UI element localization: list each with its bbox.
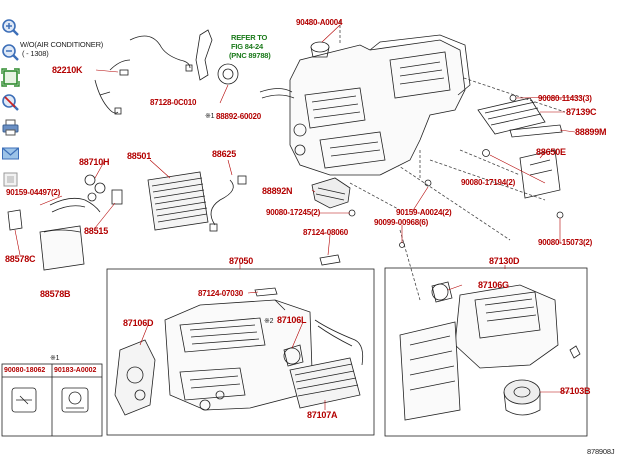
zoom-out-icon[interactable] [1, 43, 20, 62]
group-87050-box [106, 268, 375, 436]
part-label-88892-60020[interactable]: 88892-60020 [216, 112, 261, 121]
viewer-toolbar [0, 0, 22, 200]
note1-marker: ※1 [205, 113, 215, 120]
group-87130d-box [384, 267, 588, 437]
refer-note-line3[interactable]: (PNC 89788) [229, 51, 271, 60]
print-icon[interactable] [1, 118, 20, 137]
part-label-90159-04497[interactable]: 90159-04497(2) [6, 188, 61, 197]
reset-zoom-icon[interactable] [1, 93, 20, 112]
part-label-82210k[interactable]: 82210K [52, 65, 83, 75]
mail-icon[interactable] [1, 144, 20, 163]
refer-note-line1[interactable]: REFER TO [231, 33, 268, 42]
part-label-88515[interactable]: 88515 [84, 226, 109, 236]
part-label-90080-17194[interactable]: 90080-17194(2) [461, 178, 516, 187]
part-label-87050[interactable]: 87050 [229, 256, 254, 266]
note-without-ac: W/O(AIR CONDITIONER) [20, 40, 104, 49]
part-label-87130d[interactable]: 87130D [489, 256, 520, 266]
part-label-87106d[interactable]: 87106D [123, 318, 154, 328]
part-label-87139c[interactable]: 87139C [566, 107, 597, 117]
refer-note-line2[interactable]: FIG 84-24 [231, 42, 263, 51]
part-label-87106g[interactable]: 87106G [478, 280, 509, 290]
part-label-87106l[interactable]: 87106L [277, 315, 307, 325]
part-label-90099-00968[interactable]: 90099-00968(6) [374, 218, 429, 227]
part-label-87128-0c010[interactable]: 87128-0C010 [150, 98, 197, 107]
part-label-87124-07030[interactable]: 87124-07030 [198, 289, 243, 298]
note2-marker: ※2 [264, 318, 274, 325]
part-label-88650e[interactable]: 88650E [536, 147, 566, 157]
part-label-88625[interactable]: 88625 [212, 149, 237, 159]
part-label-90080-11433[interactable]: 90080-11433(3) [538, 94, 592, 103]
part-label-87124-08060[interactable]: 87124-08060 [303, 228, 348, 237]
part-label-88899m[interactable]: 88899M [575, 127, 607, 137]
part-label-88892n[interactable]: 88892N [262, 186, 293, 196]
part-label-87107a[interactable]: 87107A [307, 410, 338, 420]
part-label-90080-18062[interactable]: 90080-18062 [4, 367, 46, 374]
fit-page-icon[interactable] [1, 68, 20, 87]
part-label-88710h[interactable]: 88710H [79, 157, 110, 167]
part-label-90080-17245[interactable]: 90080-17245(2) [266, 208, 321, 217]
part-label-88578c[interactable]: 88578C [5, 254, 36, 264]
part-label-87103b[interactable]: 87103B [560, 386, 591, 396]
part-label-90480-a0004[interactable]: 90480-A0004 [296, 18, 343, 27]
part-label-90159-a0024[interactable]: 90159-A0024(2) [396, 208, 452, 217]
part-label-90183-a0002[interactable]: 90183-A0002 [54, 367, 97, 374]
part-label-88501[interactable]: 88501 [127, 151, 152, 161]
diagram-reference-id: 878908J [587, 447, 615, 456]
zoom-in-icon[interactable] [1, 18, 20, 37]
note-range: ( - 1308) [22, 49, 49, 58]
part-label-90080-15073[interactable]: 90080-15073(2) [538, 238, 593, 247]
thumbnail-icon[interactable] [1, 170, 20, 189]
part-label-88578b[interactable]: 88578B [40, 289, 71, 299]
note1b-marker: ※1 [50, 355, 60, 362]
